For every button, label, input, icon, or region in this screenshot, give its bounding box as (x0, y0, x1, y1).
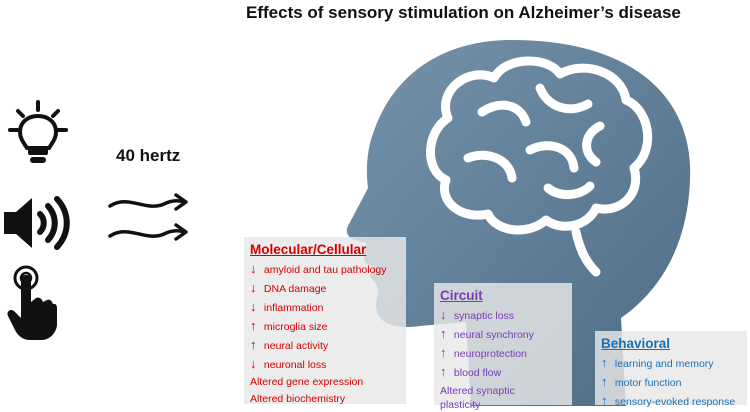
arrow-indicator: ↓ (440, 307, 447, 322)
molecular-cellular-panel: Molecular/Cellular ↓ amyloid and tau pat… (244, 237, 406, 405)
arrow-indicator: ↓ (250, 261, 257, 276)
list-item: ↓ amyloid and tau pathology (250, 260, 400, 279)
arrow-indicator: ↑ (250, 337, 257, 352)
list-item: ↓ inflammation (250, 298, 400, 317)
list-item: ↑ blood flow (440, 363, 566, 382)
speaker-icon (4, 196, 70, 250)
diagram-title: Effects of sensory stimulation on Alzhei… (246, 3, 681, 22)
brain-icon (426, 56, 653, 277)
list-item: ↑ learning and memory (601, 354, 741, 373)
arrow-indicator: ↓ (250, 356, 257, 371)
wavy-arrows-icon (108, 193, 188, 241)
list-item: ↑ motor function (601, 373, 741, 392)
item-text: motor function (614, 377, 682, 389)
item-text: neural activity (263, 340, 329, 352)
behavioral-heading: Behavioral (601, 336, 671, 351)
molecular-heading: Molecular/Cellular (250, 242, 367, 257)
list-item: ↑ neural synchrony (440, 325, 566, 344)
item-text: sensory-evoked response (614, 396, 736, 408)
arrow-indicator: ↑ (440, 364, 447, 379)
item-text: blood flow (453, 367, 502, 379)
behavioral-panel: Behavioral ↑ learning and memory ↑ motor… (595, 331, 747, 408)
list-item: ↓ synaptic loss (440, 306, 566, 325)
list-item: ↑ neural activity (250, 336, 400, 355)
list-item: ↑ microglia size (250, 317, 400, 336)
circuit-extra: Altered synaptic plasticity (440, 384, 566, 412)
item-text: neuroprotection (453, 348, 527, 360)
molecular-extra-2: Altered biochemistry (250, 393, 346, 405)
list-item: ↓ DNA damage (250, 279, 400, 298)
arrow-indicator: ↑ (440, 345, 447, 360)
arrow-indicator: ↑ (601, 355, 608, 370)
touch-hand-icon (7, 265, 58, 340)
item-text: learning and memory (614, 358, 714, 370)
arrow-indicator: ↓ (250, 280, 257, 295)
item-text: amyloid and tau pathology (263, 264, 387, 276)
arrow-indicator: ↑ (250, 318, 257, 333)
item-text: inflammation (263, 302, 324, 314)
list-item: ↑ neuroprotection (440, 344, 566, 363)
frequency-label: 40 hertz (116, 146, 181, 165)
item-text: neural synchrony (453, 329, 534, 341)
arrow-indicator: ↑ (601, 374, 608, 389)
circuit-heading: Circuit (440, 288, 483, 303)
list-item: ↑ sensory-evoked response (601, 392, 741, 411)
circuit-panel: Circuit ↓ synaptic loss ↑ neural synchro… (434, 283, 572, 411)
light-bulb-icon (8, 100, 68, 163)
item-text: DNA damage (263, 283, 327, 295)
arrow-indicator: ↓ (250, 299, 257, 314)
item-text: microglia size (263, 321, 328, 333)
list-item: ↓ neuronal loss (250, 355, 400, 374)
molecular-extra-1: Altered gene expression (250, 376, 364, 388)
arrow-indicator: ↑ (601, 393, 608, 408)
arrow-indicator: ↑ (440, 326, 447, 341)
circuit-extra-1: Altered synaptic (440, 385, 515, 397)
item-text: neuronal loss (263, 359, 327, 371)
circuit-extra-2: plasticity (440, 399, 481, 411)
item-text: synaptic loss (453, 310, 515, 322)
